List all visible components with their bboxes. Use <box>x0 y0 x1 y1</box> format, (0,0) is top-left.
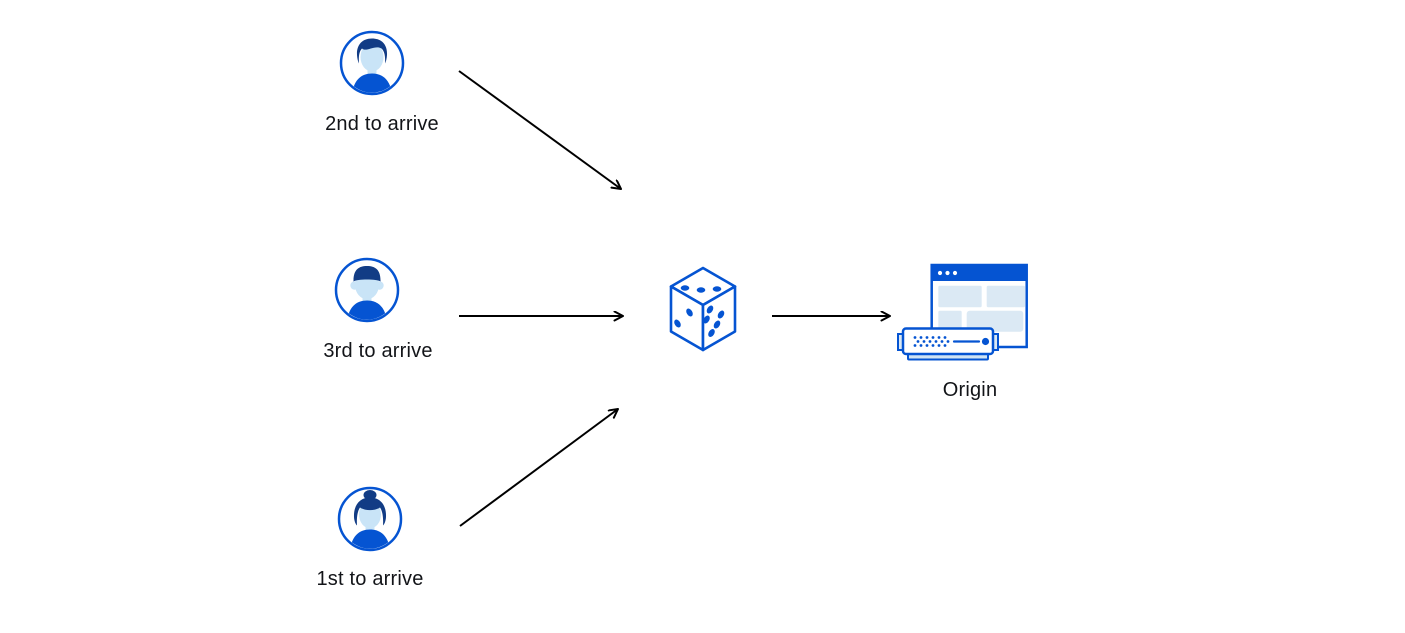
server-icon <box>897 327 999 361</box>
server-led-dot <box>981 337 990 346</box>
server-vent-dots <box>913 336 950 347</box>
origin-label: Origin <box>942 379 998 401</box>
visitor-2nd-label: 2nd to arrive <box>325 113 439 135</box>
dice-icon <box>669 266 737 352</box>
avatar-woman-bun-icon <box>337 486 403 552</box>
edge-1st-to-selector <box>459 409 618 527</box>
avatar-man-swept-icon <box>339 30 405 96</box>
avatar-man-flat-icon <box>334 257 400 323</box>
origin-server-icon <box>897 263 1028 361</box>
visitor-3rd-label: 3rd to arrive <box>323 340 433 362</box>
edge-2nd-to-selector <box>458 70 621 189</box>
visitor-1st-label: 1st to arrive <box>316 568 424 590</box>
